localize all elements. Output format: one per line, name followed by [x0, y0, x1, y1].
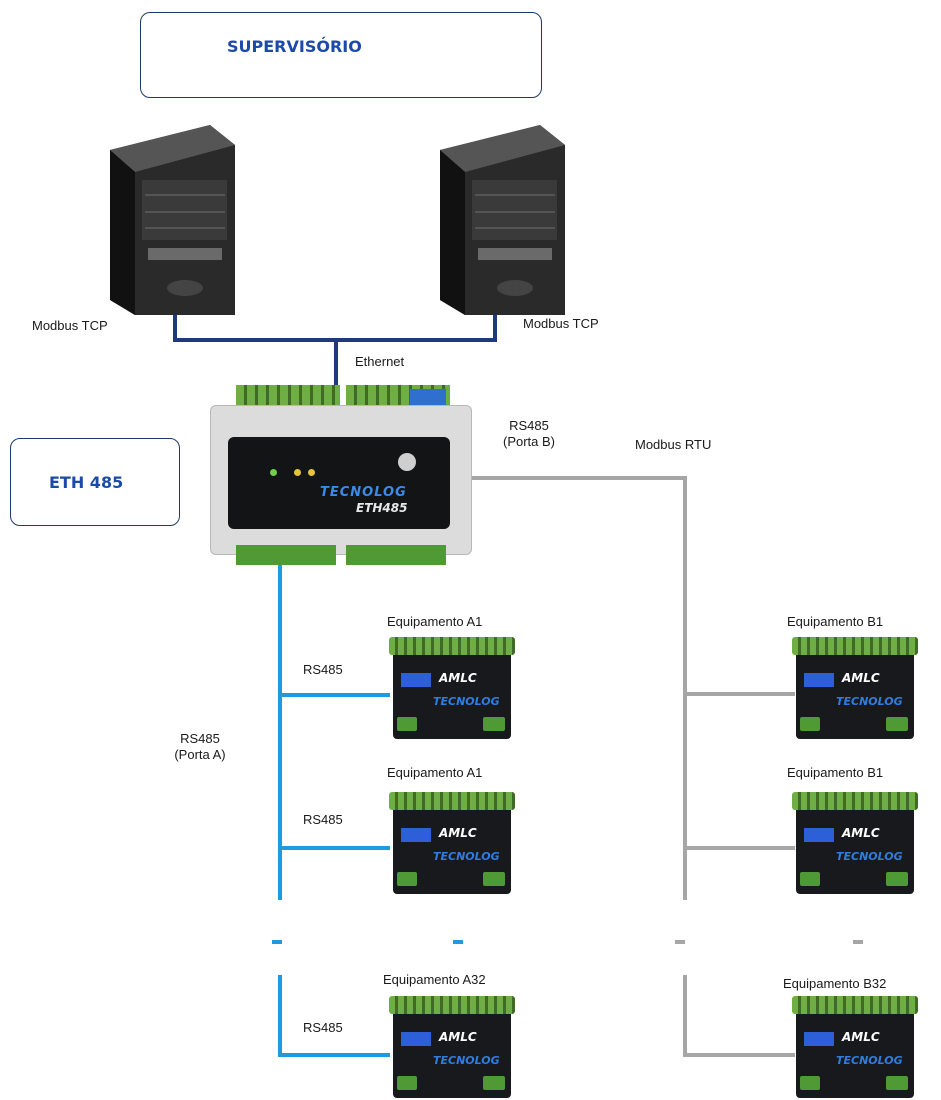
gateway-led-yellow-1 [294, 469, 301, 476]
gateway-blue-terminal [410, 389, 446, 407]
amlc-device-b32: AMLC TECNOLOG [792, 996, 918, 1100]
gateway-model: ETH485 [356, 501, 408, 515]
device-brand: AMLC [439, 826, 477, 840]
amlc-device-b1: AMLC TECNOLOG [792, 637, 918, 741]
device-brand: AMLC [842, 826, 880, 840]
device-brand: AMLC [439, 1030, 477, 1044]
port-a-line-last [278, 975, 390, 1057]
rs485-a-label: RS485 [180, 731, 220, 746]
device-maker: TECNOLOG [433, 850, 500, 863]
device-maker: TECNOLOG [433, 695, 500, 708]
gateway-bottom-terminal-1 [236, 545, 336, 565]
supervisor-label: SUPERVISÓRIO [227, 37, 362, 56]
port-b-line [472, 476, 687, 738]
left-device-3-link: RS485 [303, 1020, 343, 1035]
eth485-box: ETH 485 [10, 438, 180, 526]
device-maker: TECNOLOG [836, 850, 903, 863]
server-left-icon [110, 125, 235, 315]
gateway-bottom-terminal-2 [346, 545, 446, 565]
gateway-front-panel [228, 437, 450, 529]
right-device-2-name: Equipamento B1 [787, 765, 884, 780]
supervisor-box: SUPERVISÓRIO [140, 12, 542, 98]
rs485-b-label: RS485 [509, 418, 549, 433]
left-device-3-name: Equipamento A32 [383, 972, 486, 987]
amlc-device-a1-second: AMLC TECNOLOG [389, 792, 515, 896]
ethernet-label: Ethernet [355, 354, 405, 369]
device-maker: TECNOLOG [836, 695, 903, 708]
amlc-device-a1: AMLC TECNOLOG [389, 637, 515, 741]
eth485-gateway: TECNOLOG ETH485 [210, 385, 472, 570]
right-device-1-name: Equipamento B1 [787, 614, 884, 629]
device-maker: TECNOLOG [836, 1054, 903, 1067]
amlc-device-a32: AMLC TECNOLOG [389, 996, 515, 1100]
gateway-led-yellow-2 [308, 469, 315, 476]
gateway-button [398, 453, 416, 471]
modbus-tcp-left-label: Modbus TCP [32, 318, 108, 333]
left-device-2-name: Equipamento A1 [387, 765, 483, 780]
gateway-brand: TECNOLOG [320, 485, 407, 500]
left-device-1-link: RS485 [303, 662, 343, 677]
gateway-led-green [270, 469, 277, 476]
porta-a-label: (Porta A) [174, 747, 226, 762]
amlc-device-b1-second: AMLC TECNOLOG [792, 792, 918, 896]
left-device-1-name: Equipamento A1 [387, 614, 483, 629]
left-device-2-link: RS485 [303, 812, 343, 827]
device-maker: TECNOLOG [433, 1054, 500, 1067]
modbus-rtu-label: Modbus RTU [635, 437, 712, 452]
device-brand: AMLC [842, 1030, 880, 1044]
modbus-tcp-right-label: Modbus TCP [523, 316, 599, 331]
device-brand: AMLC [842, 671, 880, 685]
right-device-3-name: Equipamento B32 [783, 976, 887, 991]
porta-b-label: (Porta B) [502, 434, 555, 449]
device-brand: AMLC [439, 671, 477, 685]
server-right-icon [440, 125, 565, 315]
port-b-line-last [683, 975, 795, 1057]
eth485-box-label: ETH 485 [49, 473, 124, 492]
